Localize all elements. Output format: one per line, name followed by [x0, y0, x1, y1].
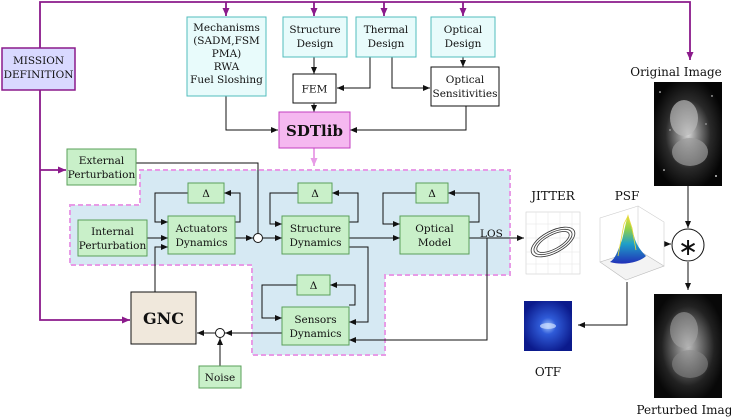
sensors-dynamics-line2: Dynamics: [290, 328, 342, 340]
optical-sensitivities-line1: Optical: [446, 74, 485, 86]
optical-sensitivities-line2: Sensitivities: [433, 88, 498, 100]
mechanisms-label-line5: Fuel Sloshing: [190, 74, 263, 86]
structure-dynamics-line2: Dynamics: [290, 237, 342, 249]
noise-label: Noise: [205, 372, 235, 384]
optical-design-line1: Optical: [444, 24, 483, 36]
internal-perturbation-line1: Internal: [91, 226, 134, 238]
otf-label: OTF: [535, 365, 561, 379]
structure-design-block[interactable]: Structure Design: [282, 16, 348, 58]
jitter-label: JITTER: [529, 189, 576, 203]
optical-design-block[interactable]: Optical Design: [430, 16, 496, 58]
mechanisms-label-line3: PMA): [212, 48, 242, 60]
optical-delta-label: Δ: [428, 188, 436, 200]
actuators-dynamics-line1: Actuators: [175, 223, 228, 235]
thermal-design-block[interactable]: Thermal Design: [355, 16, 417, 58]
structure-dynamics-block[interactable]: Structure Dynamics: [281, 215, 350, 255]
mission-definition-block[interactable]: MISSION DEFINITION: [1, 47, 76, 91]
external-perturbation-line1: External: [79, 155, 125, 167]
external-perturbation-block[interactable]: External Perturbation: [66, 148, 137, 186]
optical-design-line2: Design: [445, 38, 482, 50]
structure-dynamics-line1: Structure: [290, 223, 341, 235]
structure-delta-block[interactable]: Δ: [297, 182, 333, 204]
los-label: LOS: [480, 228, 503, 240]
mechanisms-label-line1: Mechanisms: [193, 22, 260, 34]
psf-label: PSF: [615, 189, 640, 203]
internal-perturbation-line2: Perturbation: [79, 240, 147, 252]
actuators-delta-label: Δ: [202, 188, 210, 200]
perturbed-image-label: Perturbed Image: [637, 403, 731, 417]
optical-model-line2: Model: [418, 237, 452, 249]
internal-perturbation-block[interactable]: Internal Perturbation: [77, 219, 148, 257]
sdtlib-block[interactable]: SDTlib: [278, 111, 351, 149]
perturbed-image: [654, 294, 722, 398]
psf-plot: [599, 205, 665, 281]
actuators-dynamics-line2: Dynamics: [176, 237, 228, 249]
summing-junction-gnc: [215, 328, 225, 338]
actuators-delta-block[interactable]: Δ: [187, 182, 225, 204]
structure-design-line2: Design: [297, 38, 334, 50]
mechanisms-label-line4: RWA: [214, 61, 240, 73]
thermal-design-line2: Design: [368, 38, 405, 50]
mechanisms-block[interactable]: Mechanisms (SADM,FSM PMA) RWA Fuel Slosh…: [186, 16, 267, 97]
gnc-block[interactable]: GNC: [130, 291, 197, 345]
original-image: [654, 82, 722, 186]
optical-model-line1: Optical: [415, 223, 454, 235]
thermal-design-line1: Thermal: [364, 24, 409, 36]
mission-label-line2: DEFINITION: [4, 69, 74, 81]
svg-text:∗: ∗: [678, 233, 698, 261]
structure-design-line1: Structure: [289, 24, 340, 36]
summing-junction-structure: [253, 233, 263, 243]
sensors-dynamics-line1: Sensors: [294, 314, 336, 326]
mechanisms-label-line2: (SADM,FSM: [193, 35, 260, 47]
optical-model-block[interactable]: Optical Model: [399, 215, 470, 255]
sdtlib-label: SDTlib: [286, 122, 343, 140]
mission-lines: [39, 1, 694, 324]
connection-lines: [136, 57, 691, 366]
external-perturbation-line2: Perturbation: [68, 169, 136, 181]
actuators-dynamics-block[interactable]: Actuators Dynamics: [167, 215, 236, 255]
sensors-delta-block[interactable]: Δ: [296, 274, 331, 296]
mission-label-line1: MISSION: [13, 55, 64, 67]
gnc-label: GNC: [143, 309, 184, 328]
noise-block[interactable]: Noise: [198, 365, 242, 389]
structure-delta-label: Δ: [311, 188, 319, 200]
original-image-label: Original Image: [630, 65, 722, 79]
jitter-plot: [525, 211, 581, 275]
fem-block[interactable]: FEM: [292, 73, 337, 104]
sensors-dynamics-block[interactable]: Sensors Dynamics: [281, 306, 350, 346]
otf-image: [524, 301, 572, 351]
fem-label: FEM: [302, 84, 328, 96]
convolution-node: ∗: [671, 228, 705, 262]
sensors-delta-label: Δ: [310, 280, 318, 292]
optical-sensitivities-block[interactable]: Optical Sensitivities: [430, 66, 500, 107]
optical-delta-block[interactable]: Δ: [415, 182, 449, 204]
